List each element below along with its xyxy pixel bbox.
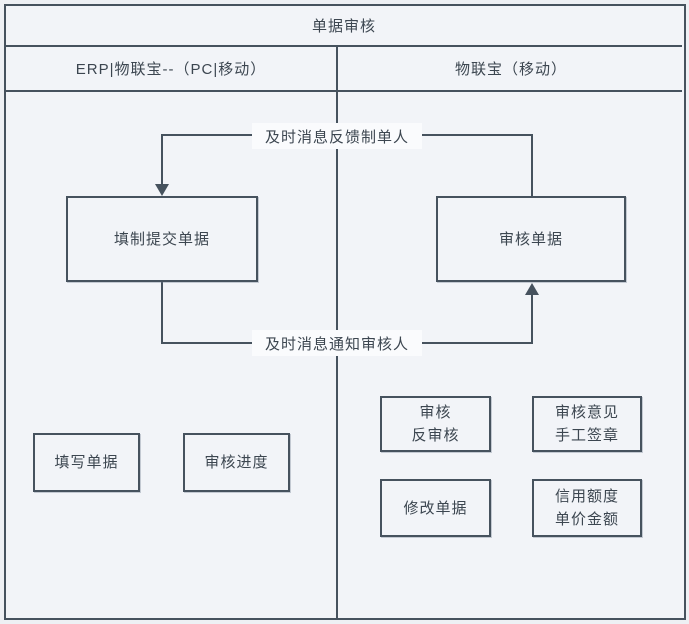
feature-box-label-line2: 手工签章 (554, 427, 619, 444)
feature-box-credit-amount: 信用额度 单价金额 (532, 479, 642, 537)
feature-box-label: 填写单据 (54, 454, 119, 471)
feature-box-label-line1: 审核意见 (554, 404, 619, 421)
process-box-label: 审核单据 (498, 230, 563, 248)
page-title: 单据审核 (311, 18, 376, 35)
feature-box-fill-doc: 填写单据 (33, 433, 140, 492)
process-box-audit-doc: 审核单据 (436, 196, 626, 282)
feature-box-modify-doc: 修改单据 (380, 479, 491, 537)
feature-box-label: 修改单据 (403, 499, 468, 517)
column-header-right: 物联宝（移动） (454, 61, 567, 78)
feature-box-audit-unaudit: 审核 反审核 (380, 396, 491, 452)
feature-box-opinion-signature: 审核意见 手工签章 (532, 396, 642, 452)
process-box-fill-submit: 填制提交单据 (66, 196, 258, 282)
connector-notify-segment-right (531, 294, 533, 344)
feature-box-label-line1: 信用额度 (554, 488, 619, 505)
title-separator-line (6, 45, 682, 47)
feature-box-label-line2: 单价金额 (554, 511, 619, 528)
connector-label-feedback: 及时消息反馈制单人 (252, 123, 422, 149)
connector-feedback-segment-left (161, 136, 163, 184)
feature-box-label-line2: 反审核 (411, 427, 460, 444)
arrowhead-up-icon (525, 283, 539, 295)
header-separator-line (6, 90, 682, 92)
lane-divider-header (336, 47, 338, 90)
arrowhead-down-icon (155, 184, 169, 196)
column-header-left: ERP|物联宝--（PC|移动） (75, 61, 267, 78)
feature-box-audit-progress: 审核进度 (183, 433, 290, 492)
connector-feedback-segment-right (531, 134, 533, 196)
feature-box-label: 审核进度 (204, 454, 269, 471)
connector-label-notify: 及时消息通知审核人 (252, 330, 422, 356)
process-box-label: 填制提交单据 (113, 230, 210, 248)
connector-notify-segment-left (161, 282, 163, 344)
feature-box-label-line1: 审核 (419, 404, 452, 421)
